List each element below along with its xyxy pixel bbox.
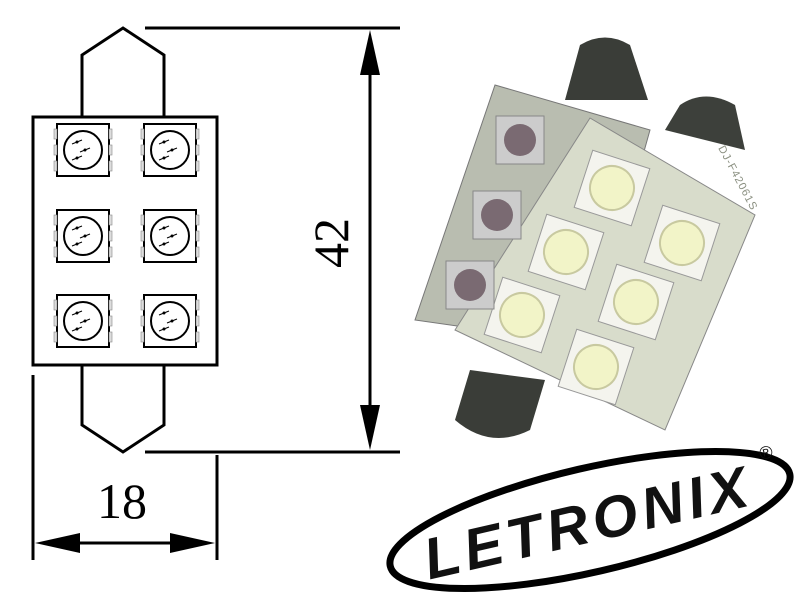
top-cap-outline xyxy=(80,26,166,117)
rear-led xyxy=(445,260,495,310)
photo-led xyxy=(483,276,561,354)
led-symbol xyxy=(140,209,200,263)
led-symbol xyxy=(140,123,200,177)
photo-led xyxy=(557,328,635,406)
registered-mark: ® xyxy=(757,441,774,463)
arrow-up-icon xyxy=(360,30,380,75)
product-photo: DJ-F42061S xyxy=(414,37,760,438)
rear-led xyxy=(495,115,545,165)
led-symbol xyxy=(53,209,113,263)
rear-led xyxy=(472,190,522,240)
front-pcb xyxy=(454,117,756,431)
arrow-left-icon xyxy=(35,533,80,553)
photo-led xyxy=(573,149,651,227)
bulb-body-outline xyxy=(31,115,219,367)
led-symbol xyxy=(140,294,200,348)
front-cap-top xyxy=(665,96,745,150)
width-label: 18 xyxy=(97,473,147,529)
front-cap-bottom xyxy=(455,370,545,438)
led-symbol xyxy=(53,294,113,348)
photo-led xyxy=(597,263,675,341)
photo-led xyxy=(643,204,721,282)
rear-cap xyxy=(565,37,648,100)
bottom-cap-outline xyxy=(80,365,166,454)
arrow-down-icon xyxy=(360,405,380,450)
letronix-logo: LETRONIX ® xyxy=(386,441,794,592)
length-label: 42 xyxy=(303,218,359,268)
photo-led xyxy=(527,213,605,291)
led-symbol xyxy=(53,123,113,177)
arrow-right-icon xyxy=(170,533,215,553)
